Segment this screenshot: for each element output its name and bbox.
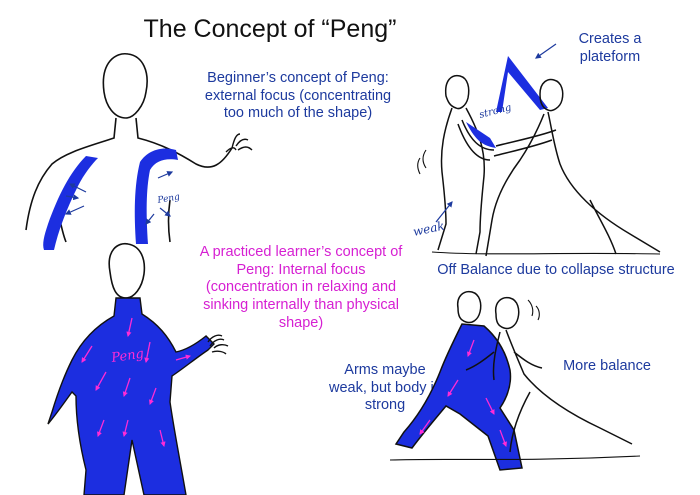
beginner-peng-label: Peng xyxy=(156,192,181,206)
white-figure-head xyxy=(494,296,520,330)
page-title: The Concept of “Peng” xyxy=(143,15,397,43)
left-figure-body xyxy=(437,107,495,255)
balanced-arrow-5 xyxy=(499,429,507,447)
practiced-arrow-10 xyxy=(81,345,93,363)
off-balance-caption: Off Balance due to collapse structure xyxy=(437,262,675,278)
beginner-arrow-2 xyxy=(64,205,85,215)
blue-figure-head xyxy=(456,290,482,324)
beginner-arrow-4 xyxy=(157,171,174,179)
arms-weak-caption: Arms maybe weak, but body is strong xyxy=(328,362,442,414)
beginner-figure: Peng xyxy=(25,53,253,250)
balanced-arrow-4 xyxy=(419,419,431,435)
strong-label: strong xyxy=(478,102,512,121)
weak-pointer xyxy=(435,201,453,223)
balanced-pair xyxy=(389,290,641,471)
more-balance-caption: More balance xyxy=(563,358,651,374)
balanced-arrow-2 xyxy=(447,379,459,397)
strong-arm xyxy=(466,122,496,148)
beginner-arrow-6 xyxy=(145,213,155,225)
practiced-arrow-6 xyxy=(175,354,191,361)
white-figure-body xyxy=(465,329,633,453)
beginner-arrow-1 xyxy=(68,183,87,193)
beginner-torso-outline xyxy=(25,117,233,243)
practiced-arrow-4 xyxy=(122,377,131,397)
platform-shape xyxy=(496,56,548,112)
practiced-arrow-3 xyxy=(95,371,107,391)
practiced-arrow-2 xyxy=(144,341,151,364)
platform-caption: Creates a plateform xyxy=(578,31,642,65)
balanced-ground xyxy=(389,455,641,461)
practiced-arrow-7 xyxy=(97,419,105,437)
practiced-peng-label: Peng xyxy=(109,347,144,367)
blue-figure-body xyxy=(394,323,523,471)
left-figure-head xyxy=(444,74,470,110)
right-figure-body xyxy=(485,111,661,257)
weak-label: weak xyxy=(412,219,446,239)
practiced-arrow-8 xyxy=(159,429,166,448)
balanced-arrow-3 xyxy=(485,397,495,415)
beginner-arrow-3 xyxy=(65,194,80,201)
beginner-hand xyxy=(225,133,253,153)
beginner-arrow-5 xyxy=(159,207,171,217)
practiced-body-fill xyxy=(47,297,215,495)
off-balance-pair xyxy=(417,56,661,257)
motion-marks xyxy=(417,149,427,175)
beginner-caption: Beginner’s concept of Peng: external foc… xyxy=(204,70,392,122)
beginner-head xyxy=(102,53,148,119)
balanced-motion-marks xyxy=(527,299,540,321)
practiced-arrow-9 xyxy=(122,419,129,438)
practiced-head xyxy=(108,242,146,299)
ground-line xyxy=(431,251,661,255)
practiced-arrow-5 xyxy=(149,387,157,405)
beginner-left-arm-focus xyxy=(43,156,98,250)
right-figure-head xyxy=(539,78,564,112)
platform-pointer xyxy=(535,43,557,59)
practiced-arrow-1 xyxy=(126,317,133,338)
practiced-hand xyxy=(207,334,229,355)
practiced-caption: A practiced learner’s concept of Peng: I… xyxy=(199,244,403,331)
balanced-arrow-1 xyxy=(467,339,475,357)
practiced-figure: Peng xyxy=(47,242,229,495)
